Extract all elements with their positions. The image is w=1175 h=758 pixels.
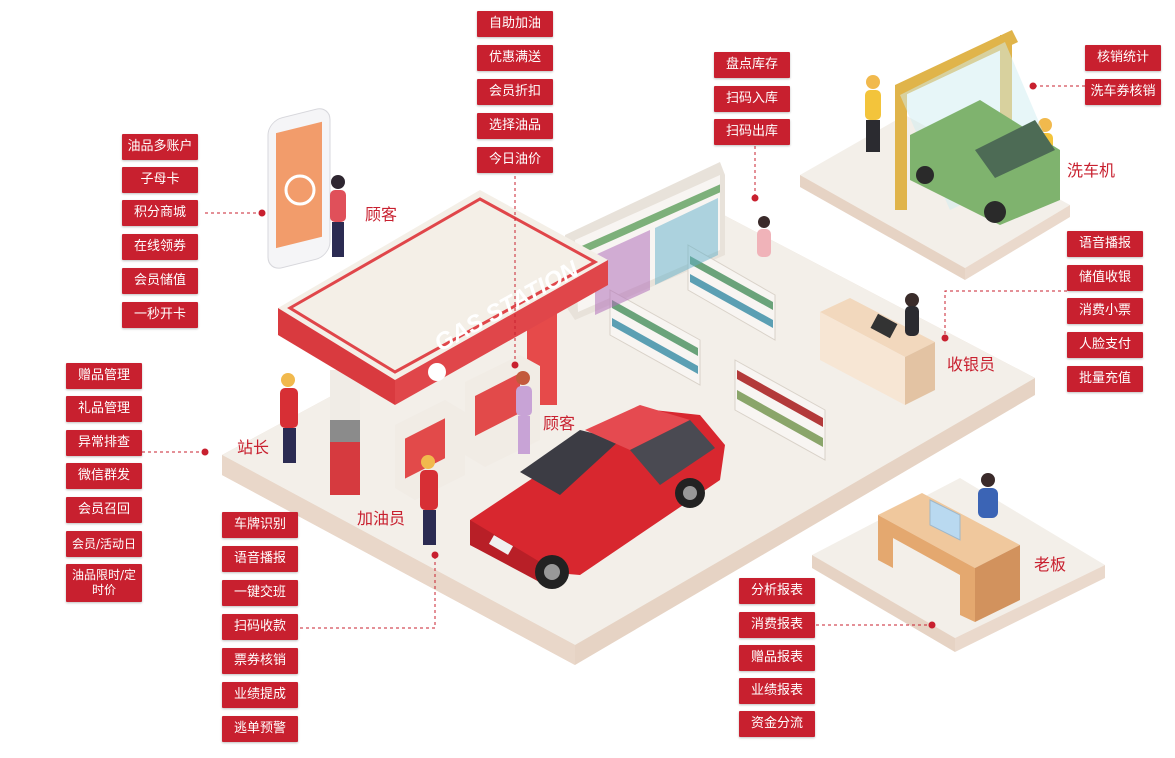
tag-inventory: 盘点库存: [714, 52, 790, 78]
role-attendant: 加油员: [357, 509, 406, 528]
tag-batch-recharge: 批量充值: [1067, 366, 1143, 392]
tag-instant-card: 一秒开卡: [122, 302, 198, 328]
people: [280, 75, 1053, 545]
tag-face-pay: 人脸支付: [1067, 332, 1143, 358]
tag-cashier-voice: 语音播报: [1067, 231, 1143, 257]
tag-self-refuel: 自助加油: [477, 11, 553, 37]
leader-lines: [142, 85, 1085, 629]
tag-today-price: 今日油价: [477, 147, 553, 173]
tag-anomaly-check: 异常排查: [66, 430, 142, 456]
customer-with-phone: [330, 175, 346, 257]
tag-member-recall: 会员召回: [66, 497, 142, 523]
role-car-wash: 洗车机: [1067, 161, 1116, 180]
car-wash-machine: [895, 30, 1060, 225]
leader-dots: [201, 82, 1037, 629]
attendant-figure: [420, 455, 438, 545]
boss-desk: [878, 493, 1020, 622]
tag-fund-split: 资金分流: [739, 711, 815, 737]
cashier-counter: [820, 293, 935, 405]
tag-wash-coupon: 洗车券核销: [1085, 79, 1161, 105]
tag-timed-price: 油品限时/定时价: [66, 564, 142, 602]
tag-present-manage: 礼品管理: [66, 396, 142, 422]
tag-voice-broadcast: 语音播报: [222, 546, 298, 572]
customer-at-pump: [516, 371, 532, 454]
tag-online-coupon: 在线领券: [122, 234, 198, 260]
tag-wechat-broadcast: 微信群发: [66, 463, 142, 489]
tag-shift-handover: 一键交班: [222, 580, 298, 606]
tag-parent-child-card: 子母卡: [122, 167, 198, 193]
tag-scan-out: 扫码出库: [714, 119, 790, 145]
station-master-figure: [280, 373, 298, 463]
tag-plate-recognition: 车牌识别: [222, 512, 298, 538]
tag-coupon-writeoff: 票券核销: [222, 648, 298, 674]
tag-promo: 优惠满送: [477, 45, 553, 71]
tag-gift-report: 赠品报表: [739, 645, 815, 671]
tag-select-fuel: 选择油品: [477, 113, 553, 139]
role-boss: 老板: [1034, 555, 1067, 574]
tag-commission: 业绩提成: [222, 682, 298, 708]
red-car: [470, 405, 725, 589]
tag-writeoff-stats: 核销统计: [1085, 45, 1161, 71]
shelf-rack-a: [609, 289, 701, 386]
role-customer-pump: 顾客: [543, 414, 576, 433]
tag-consumption-report: 消费报表: [739, 612, 815, 638]
mini-program-phone: [267, 108, 331, 269]
tag-receipt: 消费小票: [1067, 298, 1143, 324]
store-customer-figure: [757, 216, 771, 257]
role-customer-phone: 顾客: [365, 205, 398, 224]
tag-member-discount: 会员折扣: [477, 79, 553, 105]
car-wash-worker-1: [865, 75, 881, 152]
tag-performance-report: 业绩报表: [739, 678, 815, 704]
boss-figure: [978, 473, 998, 518]
role-cashier: 收银员: [947, 355, 996, 374]
tag-analysis-report: 分析报表: [739, 578, 815, 604]
tag-escape-alert: 逃单预警: [222, 716, 298, 742]
tag-gift-manage: 赠品管理: [66, 363, 142, 389]
shelf-rack-c: [734, 359, 826, 461]
tag-member-deposit: 会员储值: [122, 268, 198, 294]
shelf-rack-b: [687, 244, 776, 341]
tag-scan-in: 扫码入库: [714, 86, 790, 112]
tag-points-mall: 积分商城: [122, 200, 198, 226]
role-station-master: 站长: [237, 438, 270, 457]
gas-canopy: GAS STATION: [278, 190, 608, 495]
tag-member-day: 会员/活动日: [66, 531, 142, 557]
tag-multi-account: 油品多账户: [122, 134, 198, 160]
tag-scan-payment: 扫码收款: [222, 614, 298, 640]
tag-stored-value: 储值收银: [1067, 265, 1143, 291]
